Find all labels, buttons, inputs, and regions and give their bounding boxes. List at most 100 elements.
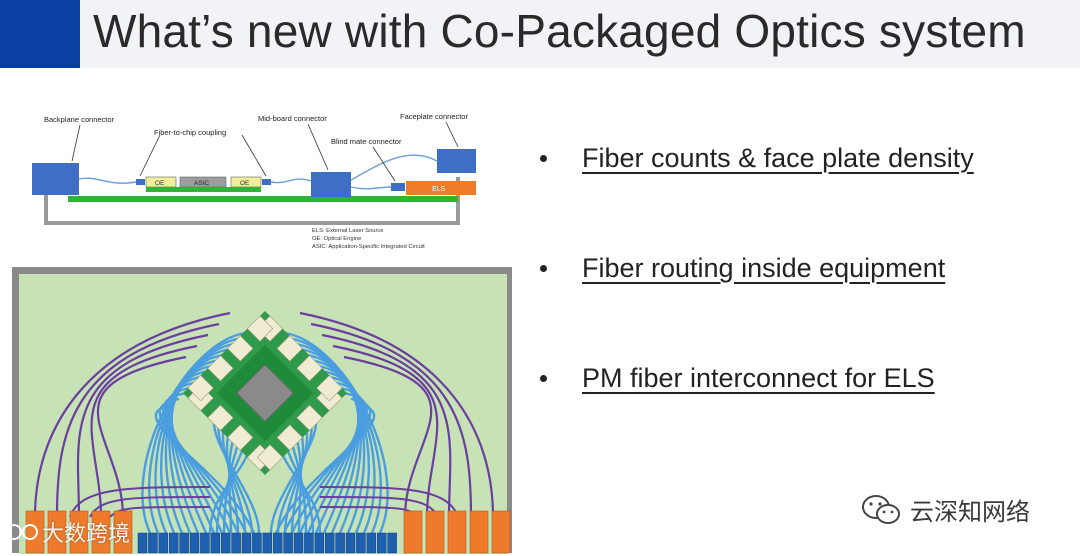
- watermark-right-text: 云深知网络: [910, 498, 1030, 526]
- package-substrate: [146, 187, 261, 192]
- optical-engine: [207, 355, 234, 382]
- front-fiber-connector: [283, 532, 293, 554]
- pm-fiber-connector: [47, 510, 67, 554]
- optical-engine: [207, 404, 234, 431]
- fiber-strand: [283, 422, 309, 534]
- fiber-strand: [154, 403, 256, 534]
- blind-mate-connector: [391, 183, 405, 191]
- leader-mid-board: [307, 123, 329, 171]
- optical-engine: [187, 374, 214, 402]
- pm-fiber-strand: [90, 344, 198, 518]
- front-fiber-connector: [366, 532, 377, 554]
- oe-right-label: OE: [240, 180, 250, 187]
- fiber-to-chip-coupling-label: Fiber-to-chip coupling: [154, 128, 226, 137]
- els-label: ELS: [432, 186, 446, 193]
- pm-fiber-connector: [491, 510, 511, 554]
- pm-fiber-strand: [310, 322, 473, 518]
- optical-engine: [227, 424, 254, 451]
- fiber-strand: [274, 403, 376, 534]
- coupler-right: [262, 179, 271, 185]
- bullet-text: Fiber counts & face plate density: [582, 142, 974, 173]
- faceplate-connector-label: Faceplate connector: [400, 112, 468, 121]
- bullet-text: Fiber routing inside equipment: [582, 252, 946, 283]
- pm-fiber-connector: [469, 510, 489, 554]
- slide-title: What’s new with Co-Packaged Optics syste…: [93, 5, 1026, 57]
- title-accent-block: [0, 0, 80, 68]
- asic-die: [236, 364, 294, 422]
- front-fiber-connector: [168, 532, 179, 554]
- front-fiber-connector: [148, 532, 158, 554]
- front-fiber-connector: [314, 532, 325, 554]
- pm-fiber-connector: [69, 510, 89, 554]
- backplane-connector: [32, 163, 79, 195]
- optical-engine: [227, 335, 254, 362]
- front-fiber-connector: [387, 532, 397, 554]
- leader-faceplate: [445, 121, 459, 148]
- optical-engine: [296, 355, 323, 382]
- front-connector-row: [25, 510, 511, 554]
- oe-left-label: OE: [155, 180, 165, 187]
- bullet-text: PM fiber interconnect for ELS: [582, 362, 935, 393]
- optical-engine: [276, 424, 303, 451]
- optical-engine: [256, 444, 284, 471]
- optical-engine: [316, 374, 343, 402]
- cpo-board-top-view-diagram: [12, 267, 512, 554]
- front-fiber-connector: [220, 532, 231, 554]
- asic-label: ASIC: [194, 180, 209, 187]
- leader-fiber-left: [139, 134, 161, 177]
- front-fiber-connector: [252, 532, 262, 554]
- backplane-connector-label: Backplane connector: [44, 115, 115, 124]
- pm-fiber-connector: [425, 510, 445, 554]
- pm-fiber-strand: [33, 311, 231, 518]
- title-bar: What’s new with Co-Packaged Optics syste…: [0, 0, 1080, 68]
- front-fiber-connector: [345, 532, 356, 554]
- fiber-mid-to-els: [350, 186, 392, 190]
- wechat-icon: [862, 494, 900, 524]
- front-fiber-connector: [241, 532, 252, 554]
- front-fiber-connector: [293, 532, 304, 554]
- optical-engine: [246, 315, 274, 342]
- legend-oe: OE: Optical Engine: [312, 236, 361, 242]
- legend-asic: ASIC: Application-Specific Integrated Ci…: [312, 244, 425, 250]
- front-fiber-connector: [137, 532, 148, 554]
- pm-fiber-connector: [25, 510, 45, 554]
- watermark-left-text: 大数跨境: [42, 522, 131, 547]
- watermark-left: 大数跨境: [4, 516, 130, 548]
- leader-backplane: [71, 124, 81, 162]
- bullet-dot: [540, 264, 547, 272]
- optical-engines: [187, 315, 343, 471]
- fiber-right: [270, 178, 312, 184]
- front-fiber-connector: [335, 532, 345, 554]
- front-fiber-connector: [324, 532, 335, 554]
- front-fiber-connector: [262, 532, 273, 554]
- front-fiber-connector: [189, 532, 200, 554]
- fiber-strand: [148, 337, 240, 534]
- front-fiber-connector: [304, 532, 314, 554]
- els-block: [406, 181, 476, 195]
- fiber-strand: [290, 337, 382, 534]
- pm-fiber-connector: [113, 510, 133, 554]
- bullet-item: Fiber routing inside equipment: [540, 248, 1060, 288]
- optical-engine: [296, 404, 323, 431]
- pm-fiber-strand: [69, 486, 211, 518]
- front-fiber-connector: [179, 532, 189, 554]
- pm-fiber-strand: [109, 506, 211, 518]
- leader-fiber-right: [241, 134, 267, 177]
- pm-fiber-strand: [55, 322, 220, 518]
- legend-els: ELS: External Laser Source: [312, 228, 384, 234]
- front-fiber-connector: [210, 532, 221, 554]
- cpo-cross-section-diagram: ELS OE ASIC OE Backplane connector Fiber…: [32, 112, 476, 250]
- pm-fiber-strand: [319, 486, 459, 518]
- pm-fiber-strand: [96, 355, 187, 518]
- pm-fiber-strand: [76, 333, 209, 518]
- front-fiber-connector: [272, 532, 283, 554]
- bullet-dot: [540, 374, 547, 382]
- leader-blind-mate: [372, 146, 396, 182]
- fiber-strand: [221, 422, 247, 534]
- bullet-item: PM fiber interconnect for ELS: [540, 358, 1060, 398]
- coupler-left: [136, 179, 145, 185]
- pm-fiber-connector: [91, 510, 111, 554]
- fiber-routing-layer: [33, 311, 495, 534]
- faceplate-connector: [437, 149, 476, 173]
- bullet-dot: [540, 154, 547, 162]
